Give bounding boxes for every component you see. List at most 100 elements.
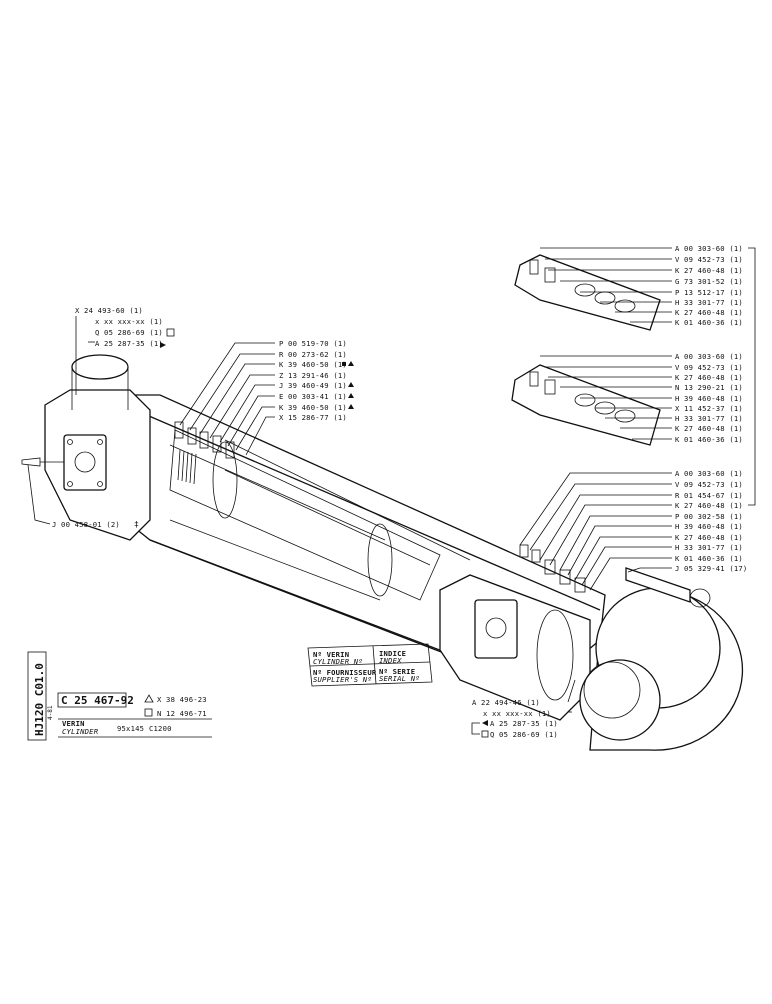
- callouts-group-b: A 00 303-60 (1) V 09 452-73 (1) K 27 460…: [675, 352, 743, 444]
- callout-label: K 27 460-48 (1): [675, 373, 743, 382]
- callouts-bottom: A 22 494-46 (1) x xx xxx-xx (1) A 25 287…: [472, 698, 558, 739]
- rod-seals-cluster: [519, 544, 586, 593]
- callout-label: K 39 460-50 (1): [279, 360, 347, 369]
- callout-label: x xx xxx-xx (1): [95, 317, 163, 326]
- callout-label: R 01 454-67 (1): [675, 491, 743, 500]
- name-plate: Nº VERIN CYLINDER Nº INDICE INDEX Nº FOU…: [307, 643, 433, 687]
- piston-seals-cluster: [174, 421, 235, 459]
- callout-label: A 22 494-46 (1): [472, 698, 540, 707]
- callout-label: A 00 303-60 (1): [675, 352, 743, 361]
- callout-label: V 09 452-73 (1): [675, 480, 743, 489]
- callout-label: K 27 460-48 (1): [675, 308, 743, 317]
- callout-label: V 09 452-73 (1): [675, 363, 743, 372]
- dagger-icon: ‡: [134, 520, 139, 529]
- small-code: 4-81: [47, 705, 54, 720]
- piston-rod-top: [169, 444, 386, 541]
- plate-cylinder-no: Nº VERIN: [313, 650, 349, 659]
- rod-eye-bushing: [579, 659, 661, 741]
- grease-fitting: [21, 457, 41, 467]
- part-number: C 25 467-92: [61, 694, 134, 707]
- part-number-box: [57, 692, 127, 708]
- name-en: CYLINDER: [62, 727, 99, 736]
- name-fr: VERIN: [62, 719, 85, 728]
- cylinder-illustration: [21, 354, 744, 751]
- callout-label: P 00 302-58 (1): [675, 512, 743, 521]
- callout-label: Z 13 291-46 (1): [279, 371, 347, 380]
- square-icon: [166, 328, 175, 337]
- revision-2: N 12 496-71: [157, 709, 207, 718]
- callouts-group-a: A 00 303-60 (1) V 09 452-73 (1) K 27 460…: [675, 244, 743, 327]
- base-pivot-top: [71, 354, 129, 380]
- callout-label: E 00 303-41 (1): [279, 392, 347, 401]
- callout-label: J 05 329-41 (17): [675, 564, 747, 573]
- revision-1: X 38 496-23: [157, 695, 207, 704]
- triangle-icon: [144, 694, 154, 703]
- seal-detail-a: [514, 254, 661, 331]
- callout-label: A 25 287-35 (1): [490, 719, 558, 728]
- plate-index: INDICE: [379, 649, 406, 658]
- plate-supplier-en: SUPPLIER'S Nº: [313, 675, 372, 684]
- callout-label: V 09 452-73 (1): [675, 255, 743, 264]
- callouts-group-c: A 00 303-60 (1) V 09 452-73 (1) R 01 454…: [675, 469, 747, 573]
- square-icon: [481, 730, 489, 738]
- triangle-mark-icon: [348, 361, 354, 366]
- callout-label: x xx xxx-xx (1): [483, 709, 551, 718]
- square-mark-icon: [342, 362, 346, 366]
- arrow-icon: [482, 720, 488, 726]
- callout-label: K 27 460-48 (1): [675, 266, 743, 275]
- callout-label: K 01 460-36 (1): [675, 318, 743, 327]
- callout-label: P 13 512-17 (1): [675, 288, 743, 297]
- callout-label: K 27 460-48 (1): [675, 424, 743, 433]
- cutaway-opening: [169, 429, 441, 601]
- triangle-mark-icon: [348, 382, 354, 387]
- callout-label: K 01 460-36 (1): [675, 435, 743, 444]
- rod-thread: [177, 449, 197, 485]
- callout-label: X 24 493-60 (1): [75, 306, 143, 315]
- piston-head: [212, 441, 238, 519]
- vertical-sheet-code: HJ120 C01.0: [33, 663, 46, 736]
- callout-label: H 33 301-77 (1): [675, 543, 743, 552]
- callout-label: H 33 301-77 (1): [675, 298, 743, 307]
- callout-label: K 01 460-36 (1): [675, 554, 743, 563]
- dimensions: 95x145: [117, 724, 144, 733]
- callout-label: R 00 273-62 (1): [279, 350, 347, 359]
- callouts-center: P 00 519-70 (1) R 00 273-62 (1) K 39 460…: [279, 339, 354, 422]
- triangle-mark-icon: [348, 404, 354, 409]
- callout-label: X 11 452-37 (1): [675, 404, 743, 413]
- callouts-left-top: X 24 493-60 (1) x xx xxx-xx (1) Q 05 286…: [75, 306, 175, 348]
- callout-label: H 33 301-77 (1): [675, 414, 743, 423]
- callout-label: K 27 460-48 (1): [675, 501, 743, 510]
- callout-label: J 39 460-49 (1): [279, 381, 347, 390]
- plate-index-en: INDEX: [379, 656, 402, 665]
- rod-gland: [536, 609, 574, 701]
- callout-fitting: J 00 458-01 (2): [52, 520, 120, 529]
- callout-label: Q 05 286-69 (1): [95, 328, 163, 337]
- callout-label: K 39 460-50 (1): [279, 403, 347, 412]
- plate-serial: Nº SERIE: [379, 667, 415, 676]
- stroke: C1200: [149, 724, 172, 733]
- callout-label: G 73 301-52 (1): [675, 277, 743, 286]
- clamp-bolt: [625, 567, 691, 603]
- callout-label: P 00 519-70 (1): [279, 339, 347, 348]
- square-icon: [144, 708, 153, 717]
- rod-end-ring: [367, 523, 393, 597]
- callout-label: A 00 303-60 (1): [675, 469, 743, 478]
- callout-label: K 27 460-48 (1): [675, 533, 743, 542]
- triangle-mark-icon: [348, 393, 354, 398]
- plate-supplier: Nº FOURNISSEUR: [313, 668, 377, 677]
- piston-rod-bottom: [169, 519, 381, 601]
- title-block: HJ120 C01.0 4-81 C 25 467-92 X 38 496-23…: [27, 651, 212, 741]
- callout-label: X 15 286-77 (1): [279, 413, 347, 422]
- callout-label: A 25 287-35 (1): [95, 339, 163, 348]
- callout-label: N 13 290-21 (1): [675, 383, 743, 392]
- plate-cylinder-no-en: CYLINDER Nº: [313, 657, 363, 666]
- callout-label: A 00 303-60 (1): [675, 244, 743, 253]
- callout-label: H 39 460-48 (1): [675, 394, 743, 403]
- callout-label: H 39 460-48 (1): [675, 522, 743, 531]
- plate-serial-en: SERIAL Nº: [379, 674, 420, 683]
- callout-label: Q 05 286-69 (1): [490, 730, 558, 739]
- rod-end-flange: [474, 599, 518, 659]
- port-flange: [63, 434, 107, 491]
